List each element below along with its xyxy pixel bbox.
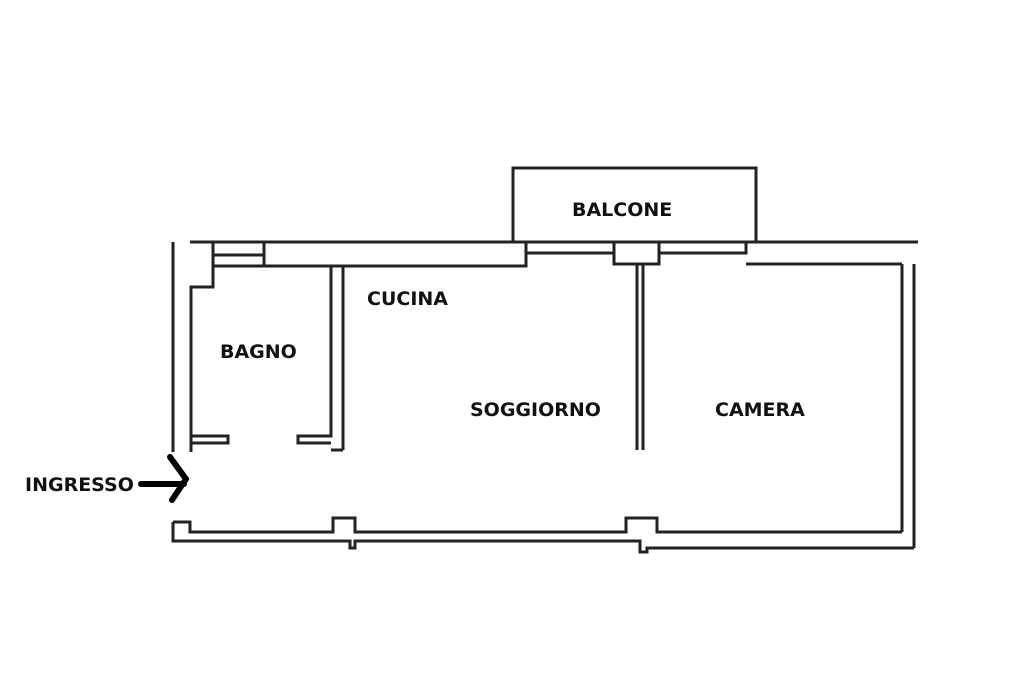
room-label-balcone: BALCONE (572, 199, 672, 221)
room-label-soggiorno: SOGGIORNO (470, 399, 601, 421)
entrance-label: INGRESSO (25, 474, 134, 496)
bedroom-partition (635, 264, 645, 450)
room-label-cucina: CUCINA (367, 288, 448, 310)
balcony-outline (511, 166, 758, 241)
right-wall (900, 264, 916, 548)
room-label-camera: CAMERA (715, 399, 805, 421)
balcony (511, 166, 758, 241)
top-wall (190, 240, 918, 268)
left-wall (171, 242, 215, 452)
bottom-wall (171, 516, 914, 554)
arrow-right-icon (138, 454, 189, 503)
room-label-bagno: BAGNO (220, 341, 297, 363)
bathroom-walls (191, 266, 345, 452)
entrance-marker: INGRESSO (25, 454, 189, 503)
